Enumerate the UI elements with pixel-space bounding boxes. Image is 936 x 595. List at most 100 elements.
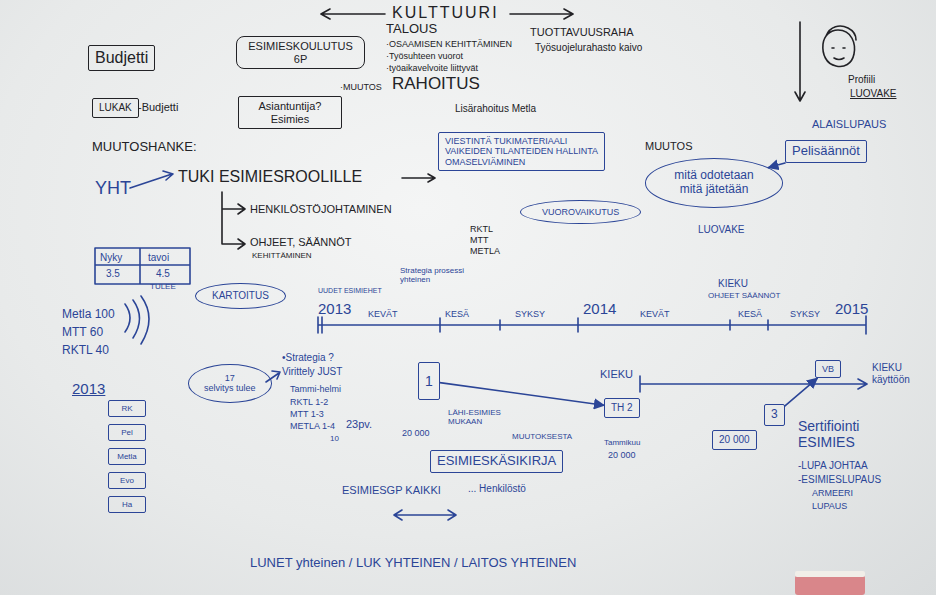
- node-text-group: Asiantuntija? Esimies: [245, 100, 335, 125]
- board-label: Tammi-helmi: [290, 384, 341, 394]
- node-text-group: VIESTINTÄ TUKIMATERIAALIVAIKEIDEN TILANT…: [445, 136, 598, 167]
- node-text: KARTOITUS: [212, 290, 269, 302]
- node-text: Pel: [115, 428, 139, 437]
- node-text-group: 20 000: [719, 434, 750, 446]
- board-label: Lisärahoitus Metla: [455, 103, 536, 115]
- node-text-group: Pel: [115, 428, 139, 437]
- board-label: METLA: [470, 246, 500, 256]
- board-label: 2013: [72, 380, 105, 397]
- eraser-top: [795, 571, 865, 577]
- board-label: Virittely JUST: [282, 366, 342, 378]
- board-label: KULTTUURI: [392, 4, 499, 22]
- node-text: Pelisäännöt: [792, 144, 860, 159]
- text-box: Ha: [108, 496, 146, 513]
- node-text: LUKAK: [99, 102, 132, 114]
- board-label: -ESIMIESLUPAUS: [798, 474, 881, 486]
- node-text: selvitys tulee: [204, 383, 256, 393]
- node-text-group: VUOROVAIKUTUS: [542, 207, 619, 217]
- node-text: Evo: [115, 476, 139, 485]
- board-label: MUUTOS: [645, 140, 692, 153]
- node-text-group: Budjetti: [95, 49, 148, 67]
- board-label: MTT 1-3: [290, 409, 324, 419]
- board-label: Sertifiointi ESIMIES: [798, 418, 903, 450]
- node-text-group: mitä odotetaan mitä jätetään: [669, 169, 759, 197]
- bracket-arcs: [125, 296, 149, 344]
- text-box: Asiantuntija? Esimies: [238, 96, 342, 129]
- text-box: Budjetti: [88, 45, 155, 71]
- board-label: TULEE: [150, 282, 176, 291]
- oval-node: KARTOITUS: [195, 283, 286, 309]
- node-text: RK: [115, 404, 139, 413]
- node-text: 20 000: [719, 434, 750, 446]
- text-box: VIESTINTÄ TUKIMATERIAALIVAIKEIDEN TILANT…: [438, 132, 605, 171]
- board-label: KIEKU: [600, 368, 633, 381]
- text-box: Pel: [108, 424, 146, 441]
- node-text-group: LUKAK: [99, 102, 132, 114]
- text-box: 3: [764, 404, 785, 426]
- board-label: Strategia prosessi yhteinen: [400, 266, 475, 284]
- node-text-group: Evo: [115, 476, 139, 485]
- connector: [768, 163, 785, 168]
- board-label: OHJEET SÄÄNNÖT: [708, 291, 780, 300]
- board-label: ·OSAAMISEN KEHITTÄMINEN: [386, 39, 512, 49]
- board-label: Työsuojelurahasto kaivo: [535, 42, 645, 54]
- small-arrow: [266, 371, 280, 382]
- text-box: ESIMIESKOULUTUS 6P: [236, 36, 365, 69]
- node-text: VUOROVAIKUTUS: [542, 207, 619, 217]
- board-label: 23pv.: [346, 418, 372, 431]
- node-text: 3: [771, 408, 778, 422]
- node-text: Asiantuntija? Esimies: [245, 100, 335, 125]
- node-text: VIESTINTÄ TUKIMATERIAALI: [445, 136, 598, 146]
- board-label: -LUPA JOHTAA: [798, 460, 868, 472]
- board-label: Nyky: [100, 252, 122, 264]
- node-text-group: ESIMIESKOULUTUS 6P: [243, 40, 358, 65]
- tuki-arrow: [402, 174, 435, 182]
- yht-arrow: [130, 171, 173, 188]
- board-label: 2015: [835, 300, 868, 317]
- text-box: TH 2: [604, 398, 640, 418]
- oval-node: VUOROVAIKUTUS: [520, 200, 641, 224]
- board-label: LUPAUS: [812, 501, 847, 511]
- eraser: [795, 575, 865, 595]
- board-label: RAHOITUS: [392, 74, 480, 94]
- node-text: OMASELVIÄMINEN: [445, 157, 598, 167]
- node-text-group: 17selvitys tulee: [204, 373, 256, 394]
- board-label: METLA 1-4: [290, 421, 335, 431]
- board-label: RKTL: [470, 224, 493, 234]
- down-arrow: [795, 22, 805, 101]
- board-label: -Budjetti: [138, 101, 178, 114]
- board-label: LUOVAKE: [698, 224, 745, 236]
- text-box: 20 000: [712, 430, 757, 450]
- text-box: ESIMIESKÄSIKIRJA: [430, 450, 563, 473]
- board-label: 2013: [318, 300, 351, 317]
- board-label: HENKILÖSTÖJOHTAMINEN: [250, 203, 392, 216]
- node-text-group: Pelisäännöt: [792, 144, 860, 159]
- connector: [440, 383, 604, 406]
- board-label: ·työaikavelvoite liittyvät: [386, 63, 478, 73]
- board-label: MTT 60: [62, 326, 103, 340]
- board-label: TUOTTAVUUSRAHA: [530, 26, 634, 39]
- board-label: Tammikuu: [604, 438, 640, 447]
- board-label: KESÄ: [738, 309, 762, 319]
- board-label: MUUTOSHANKE:: [92, 140, 197, 155]
- node-text: VB: [822, 364, 834, 374]
- board-label: ·MUUTOS: [340, 82, 382, 92]
- board-label: OHJEET, SÄÄNNÖT: [250, 236, 351, 249]
- board-label: ... Henkilöstö: [468, 483, 526, 495]
- node-text-group: ESIMIESKÄSIKIRJA: [437, 454, 556, 469]
- node-text: Metla: [115, 452, 139, 461]
- node-text: mitä odotetaan mitä jätetään: [669, 169, 759, 197]
- table-lines: [95, 248, 190, 284]
- connector: [785, 378, 818, 406]
- oval-node: 17selvitys tulee: [188, 364, 272, 403]
- text-box: 1: [418, 362, 440, 400]
- board-label: 20 000: [608, 450, 636, 460]
- kieku-timeline: [640, 376, 867, 392]
- face-sketch: [823, 26, 856, 66]
- oval-node: mitä odotetaan mitä jätetään: [645, 158, 783, 208]
- board-label: KEHITTÄMINEN: [252, 251, 312, 260]
- board-label: ESIMIESGP KAIKKI: [342, 484, 441, 497]
- board-label: LUNET yhteinen / LUK YHTEINEN / LAITOS Y…: [250, 556, 576, 571]
- board-label: ·Työsuhteen vuorot: [386, 51, 463, 61]
